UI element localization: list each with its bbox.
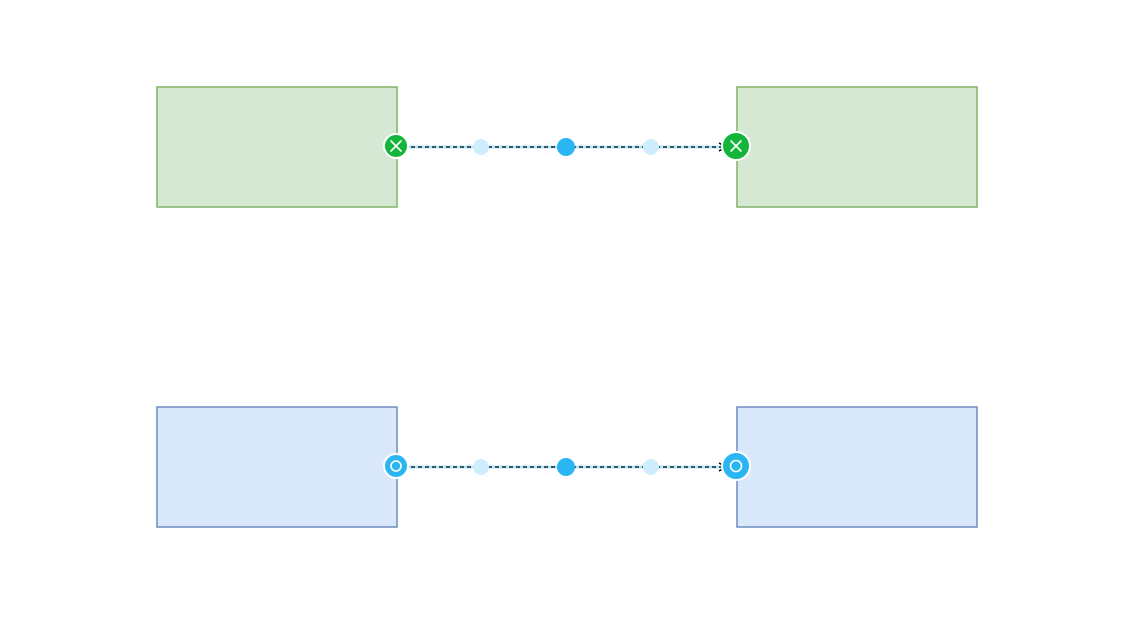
green-waypoint-handle-left[interactable] bbox=[473, 139, 489, 155]
green-target-endpoint-handle[interactable] bbox=[721, 131, 751, 161]
blue-midpoint-handle[interactable] bbox=[557, 458, 575, 476]
circle-icon bbox=[729, 459, 743, 473]
blue-source-box[interactable] bbox=[156, 406, 398, 528]
green-waypoint-handle-right[interactable] bbox=[643, 139, 659, 155]
green-midpoint-handle[interactable] bbox=[557, 138, 575, 156]
row-blue bbox=[156, 406, 978, 528]
blue-target-endpoint-handle[interactable] bbox=[721, 451, 751, 481]
row-green bbox=[156, 86, 978, 208]
green-source-endpoint-handle[interactable] bbox=[383, 133, 409, 159]
blue-source-endpoint-handle[interactable] bbox=[383, 453, 409, 479]
blue-target-box[interactable] bbox=[736, 406, 978, 528]
x-mark-icon bbox=[730, 140, 742, 152]
green-source-box[interactable] bbox=[156, 86, 398, 208]
blue-waypoint-handle-left[interactable] bbox=[473, 459, 489, 475]
circle-icon bbox=[390, 460, 402, 472]
green-target-box[interactable] bbox=[736, 86, 978, 208]
x-mark-icon bbox=[390, 140, 402, 152]
blue-waypoint-handle-right[interactable] bbox=[643, 459, 659, 475]
